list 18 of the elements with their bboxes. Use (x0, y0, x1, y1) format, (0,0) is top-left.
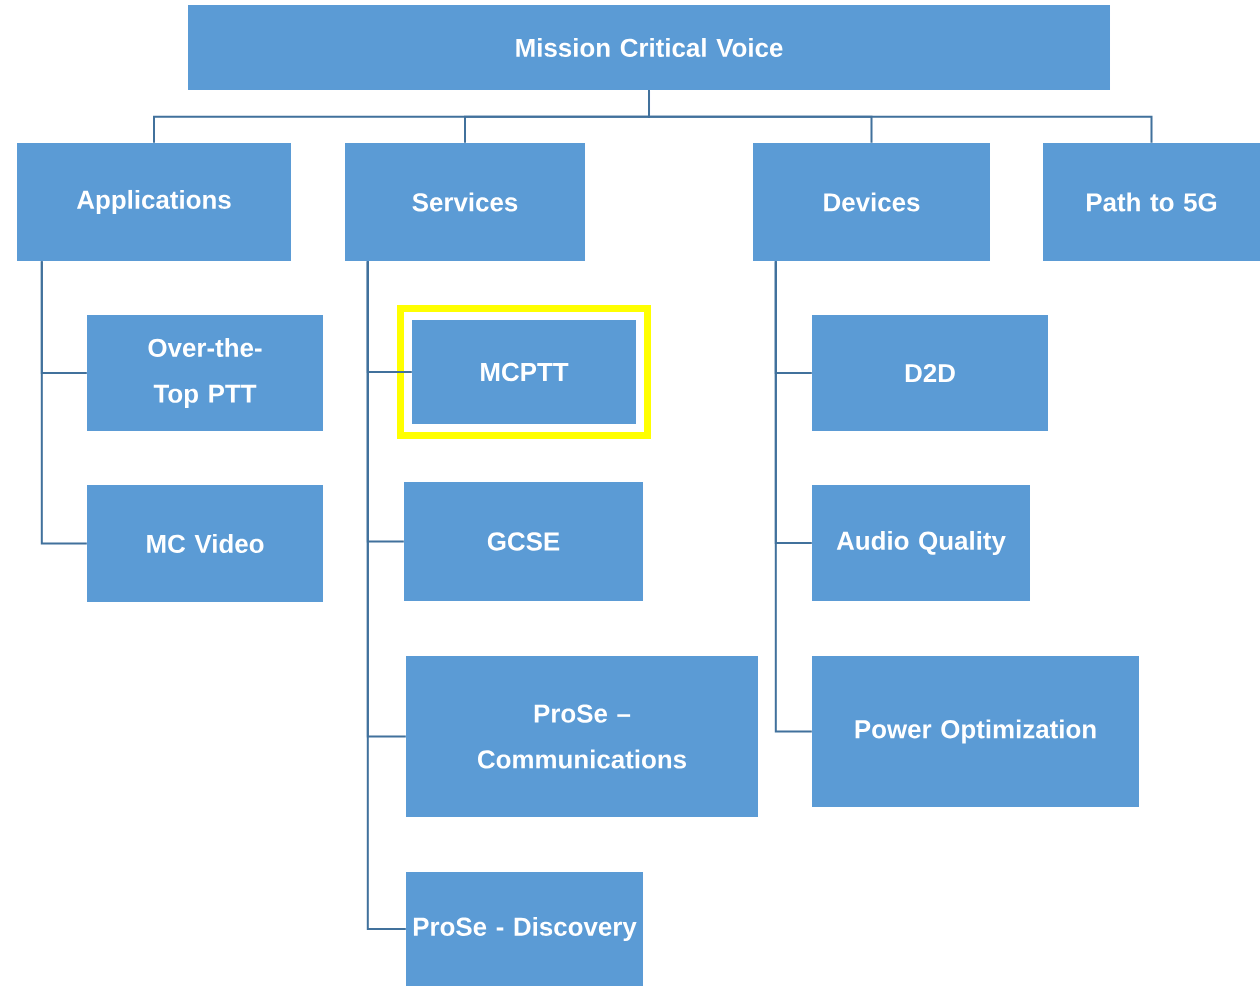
category-box: Services (345, 143, 585, 261)
connector-line (648, 89, 1153, 144)
category-box: D2D (812, 315, 1048, 431)
category-box: GCSE (404, 482, 643, 601)
category-box: Audio Quality (812, 485, 1030, 601)
category-box: ProSe – Communications (406, 656, 758, 817)
category-box: MC Video (87, 485, 323, 602)
category-box: ProSe - Discovery (406, 872, 643, 986)
category-box: Devices (753, 143, 990, 261)
connector-line (366, 260, 407, 930)
category-box: MCPTT (412, 320, 636, 424)
category-box: Applications (17, 143, 291, 261)
category-box: Mission Critical Voice (188, 5, 1110, 90)
connector-line (774, 260, 813, 733)
category-box: Path to 5G (1043, 143, 1260, 261)
connector-line (40, 260, 88, 545)
category-box: Over-the-Top PTT (87, 315, 323, 431)
category-box: Power Optimization (812, 656, 1139, 807)
